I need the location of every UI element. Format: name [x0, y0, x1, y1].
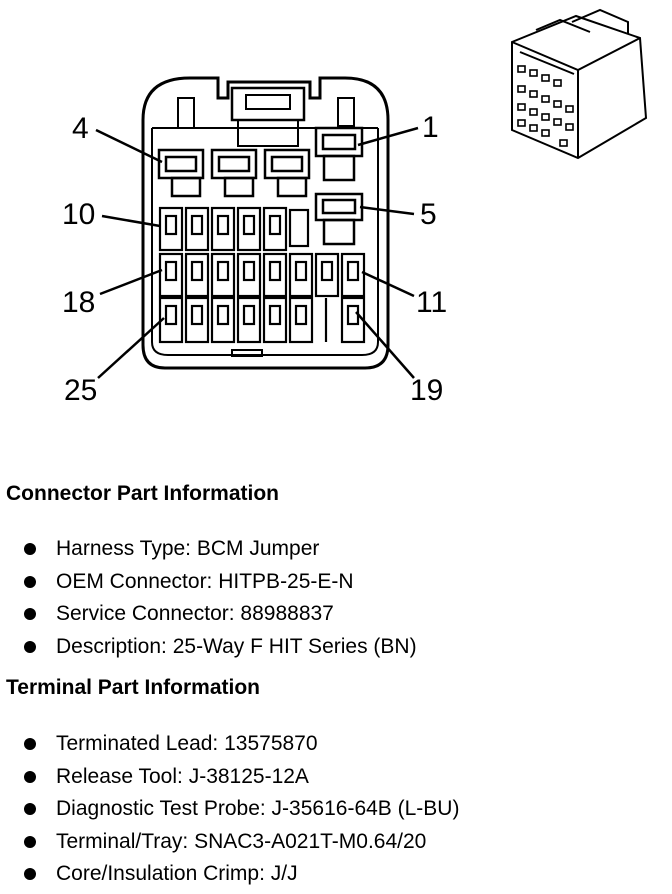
connector-diagram: 4 1 10 5 18 11 25 19 [62, 8, 648, 407]
pin-label-10: 10 [62, 198, 95, 231]
list-item: Description: 25-Way F HIT Series (BN) [0, 631, 417, 664]
list-item: Core/Insulation Crimp: J/J [0, 858, 459, 891]
bullet-icon [24, 770, 36, 783]
list-item: Release Tool: J-38125-12A [0, 761, 459, 794]
bullet-icon [24, 640, 36, 653]
pin-label-11: 11 [416, 286, 447, 319]
list-item: Harness Type: BCM Jumper [0, 533, 417, 566]
bullet-icon [24, 543, 36, 555]
list-item: Terminal/Tray: SNAC3-A021T-M0.64/20 [0, 826, 459, 859]
pin-label-19: 19 [410, 374, 443, 407]
bullet-icon [24, 608, 36, 620]
list-item: OEM Connector: HITPB-25-E-N [0, 566, 417, 599]
bullet-icon [24, 868, 36, 880]
connector-iso-view [511, 8, 648, 160]
pin-label-18: 18 [62, 286, 95, 319]
connector-info-heading: Connector Part Information [6, 482, 280, 505]
small-cavities [158, 206, 366, 344]
pin-label-5: 5 [420, 198, 437, 231]
list-item: Service Connector: 88988837 [0, 598, 417, 631]
leader-lines [95, 126, 419, 379]
pin-label-25: 25 [64, 374, 97, 407]
large-cavities [157, 126, 364, 246]
list-item: Terminated Lead: 13575870 [0, 728, 459, 761]
connector-face [141, 76, 390, 370]
bullet-icon [24, 803, 36, 815]
bullet-icon [24, 738, 36, 750]
bullet-icon [24, 835, 36, 848]
connector-info-list: Harness Type: BCM Jumper OEM Connector: … [0, 533, 417, 663]
terminal-info-heading: Terminal Part Information [6, 676, 260, 699]
list-item: Diagnostic Test Probe: J-35616-64B (L-BU… [0, 793, 459, 826]
pin-label-1: 1 [422, 111, 439, 144]
bullet-icon [24, 575, 36, 588]
pin-label-4: 4 [72, 112, 89, 145]
terminal-info-list: Terminated Lead: 13575870 Release Tool: … [0, 728, 459, 891]
